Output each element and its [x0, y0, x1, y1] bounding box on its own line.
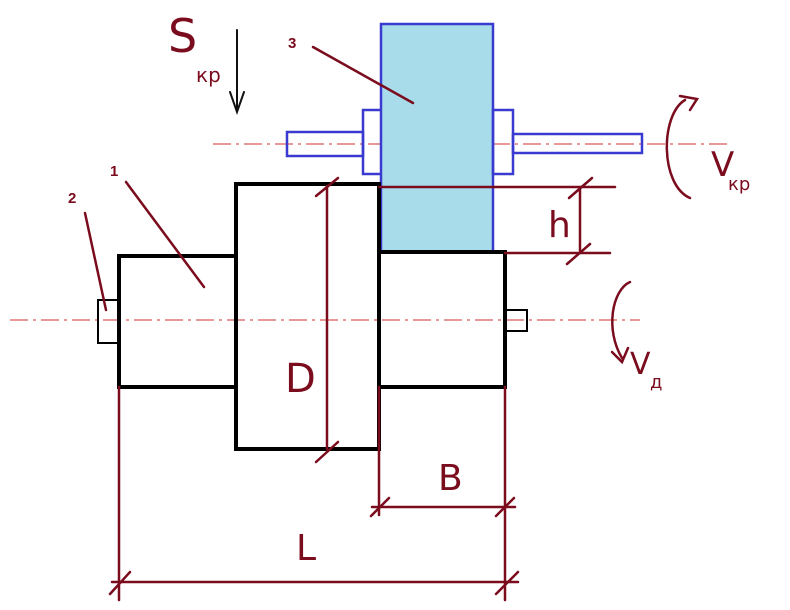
- left-center-pin: [97, 299, 120, 344]
- flange-right: [491, 108, 515, 176]
- D-tick-top: [314, 176, 340, 198]
- h-tick-bottom: [565, 242, 592, 266]
- part-speed-symbol: V: [630, 347, 651, 382]
- tool-rotation-arrow: [665, 98, 692, 200]
- grinding-wheel: [285, 22, 644, 254]
- leader-3: [311, 45, 415, 105]
- left-step: [117, 254, 238, 389]
- L-tick-left: [108, 570, 132, 596]
- B-tick-right: [494, 496, 516, 518]
- dim-h-label: h: [548, 205, 571, 246]
- part-number-2: 2: [68, 190, 76, 207]
- h-tick-top: [567, 176, 594, 200]
- center-collar: [234, 182, 381, 451]
- spindle-right: [511, 132, 644, 155]
- flange-left: [361, 108, 384, 176]
- right-center-pin: [504, 309, 528, 332]
- tool-rotation-arrowhead: [678, 94, 700, 112]
- dim-L-label: L: [296, 528, 316, 569]
- leader-1: [124, 180, 206, 289]
- dim-D-label: D: [285, 356, 316, 402]
- tool-speed-subscript: кр: [728, 174, 750, 195]
- annotations: [83, 29, 700, 602]
- L-tick-right: [494, 570, 520, 596]
- part-speed-subscript: д: [650, 372, 662, 393]
- part-rotation-arrowhead: [610, 346, 630, 365]
- part-number-1: 1: [110, 163, 118, 180]
- B-tick-left: [369, 496, 391, 518]
- dim-B-label: B: [438, 458, 463, 499]
- feed-arrowhead: [229, 91, 245, 116]
- wheel-body: [379, 22, 495, 254]
- tool-speed-symbol: V: [711, 145, 734, 185]
- part-number-3: 3: [288, 35, 296, 52]
- feed-symbol: S: [168, 9, 197, 63]
- D-tick-bottom: [314, 440, 340, 464]
- leader-2: [83, 211, 108, 312]
- feed-subscript: кр: [196, 63, 221, 87]
- part-rotation-arrow: [611, 280, 632, 360]
